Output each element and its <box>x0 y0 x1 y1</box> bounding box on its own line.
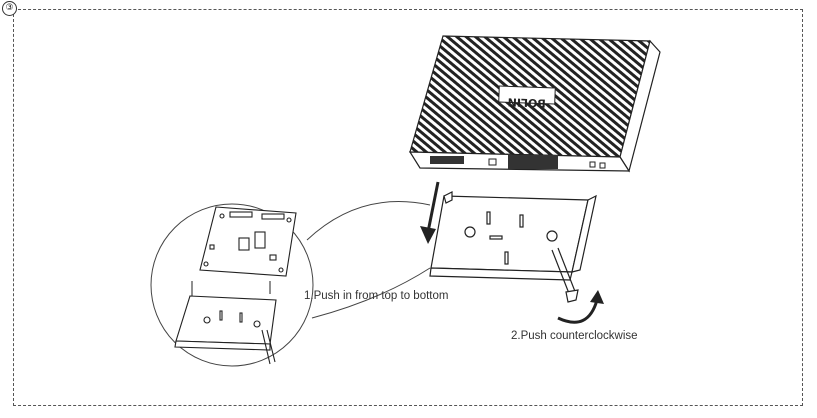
device-box: BOLIN <box>408 35 661 173</box>
step-one-caption: 1.Push in from top to bottom <box>304 290 449 302</box>
device-underside <box>199 206 297 277</box>
device-logo: BOLIN <box>498 85 556 110</box>
detail-callout <box>150 201 431 367</box>
step-two-caption: 2.Push counterclockwise <box>511 330 638 342</box>
arrow-down-icon <box>420 181 440 244</box>
mounting-bracket <box>429 191 597 303</box>
detail-bracket <box>174 295 277 365</box>
rotate-counterclockwise-icon <box>557 290 604 324</box>
step-number-badge: ③ <box>2 1 17 16</box>
device-ports <box>430 155 606 169</box>
dashed-frame <box>13 9 803 406</box>
device-logo-text: BOLIN <box>507 95 545 109</box>
